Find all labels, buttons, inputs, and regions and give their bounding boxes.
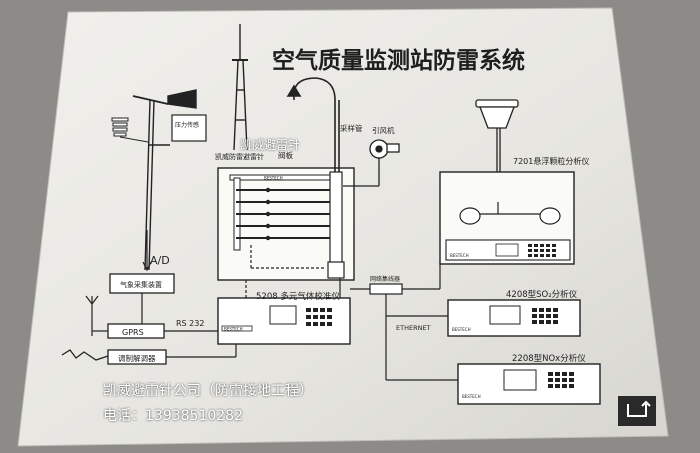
nox-analyzer-label: 2208型NOx分析仪 (512, 353, 586, 364)
temperature-shield-icon (111, 117, 149, 143)
watermark-phone: 电话：13938510282 (103, 408, 243, 424)
rs232-label: RS 232 (176, 319, 204, 328)
ad-label: A/D (150, 254, 170, 267)
weather-mast (132, 89, 197, 271)
nox-brand: BESTECH (462, 394, 481, 399)
fan-icon (343, 139, 400, 187)
pressure-sensor-label: 压力传感 (175, 121, 199, 129)
so2-analyzer: BESTECH (447, 299, 581, 337)
sampling-tube-label: 采样管 (340, 123, 363, 133)
gas-calibrator-label: 5208 多元气体校准仪 (256, 291, 340, 302)
sampling-manifold: BESTECH (217, 167, 355, 300)
gprs-label: GPRS (122, 328, 144, 337)
diagram-title: 空气质量监测站防雷系统 (272, 47, 525, 74)
network-hub-label: 网络集线器 (370, 275, 400, 283)
weather-collector: 气象采集装置 (109, 273, 175, 294)
pm-brand: BESTECH (450, 253, 469, 258)
nox-analyzer: BESTECH (457, 363, 601, 405)
calibrator-keypad (306, 308, 332, 326)
network-hub (350, 262, 458, 381)
modem-label: 调制解调器 (118, 353, 156, 363)
so2-brand: BESTECH (452, 327, 471, 332)
antenna-icon (85, 295, 99, 336)
lightning-rod-label: 凯威防雷避雷针 (215, 152, 264, 161)
ad-signal-line (142, 230, 152, 272)
manifold-brand: BESTECH (264, 176, 283, 181)
pm-analyzer: BESTECH (439, 171, 575, 265)
fan-label: 引风机 (372, 125, 395, 135)
calibrator-brand: BESTECH (224, 327, 243, 332)
gas-calibrator: BESTECH (217, 297, 351, 345)
pm-analyzer-label: 7201悬浮颗粒分析仪 (513, 156, 589, 166)
ethernet-label: ETHERNET (396, 324, 431, 332)
sampling-tube (286, 77, 340, 172)
gprs-module: GPRS (85, 295, 165, 339)
lightning-rod (232, 24, 248, 151)
nox-keypad (548, 372, 574, 388)
pm-keypad (528, 244, 556, 257)
pressure-sensor-box: 压力传感 (171, 114, 207, 142)
so2-keypad (532, 308, 558, 324)
modem: 调制解调器 (61, 342, 237, 365)
valve-frame-label: 阀板 (278, 150, 293, 160)
so2-analyzer-label: 4208型SO₂分析仪 (506, 289, 578, 300)
corner-logo-icon (618, 396, 656, 426)
watermark-company: 凯威避雷针公司（防雷接地工程） (103, 383, 313, 399)
weather-collector-label: 气象采集装置 (120, 280, 162, 289)
phone-line-icon (61, 349, 109, 361)
watermark-top: 凯威避雷针 (240, 138, 301, 152)
